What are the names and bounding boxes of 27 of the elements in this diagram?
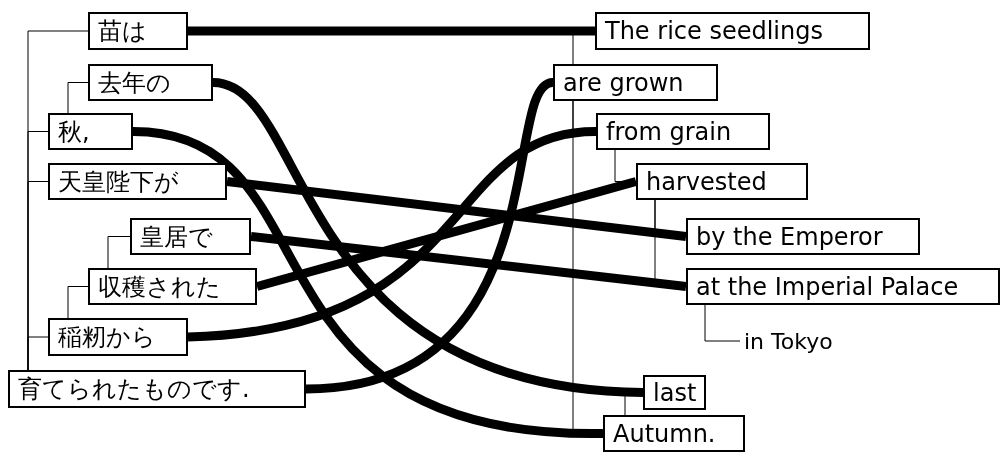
word-box: at the Imperial Palace: [686, 268, 1000, 305]
word-box: The rice seedlings: [595, 12, 870, 50]
word-box: harvested: [636, 163, 808, 200]
alignment-line: [188, 26, 595, 36]
word-box: last: [643, 375, 707, 410]
word-box: 去年の: [88, 64, 213, 101]
tree-line: [67, 82, 89, 114]
word-box: are grown: [553, 64, 718, 101]
alignment-line: [250, 232, 687, 291]
tree-line: [107, 236, 131, 269]
word-box: from grain: [596, 113, 770, 150]
word-box: by the Emperor: [686, 218, 920, 255]
alignment-line: [132, 127, 604, 438]
word-box: 育てられたものです.: [8, 370, 306, 408]
tree-line: [27, 336, 49, 371]
word-box: 秋,: [48, 113, 133, 150]
word-label: in Tokyo: [740, 325, 865, 357]
word-box: 皇居で: [130, 218, 251, 255]
word-box: 稲籾から: [48, 318, 188, 356]
alignment-line: [226, 177, 687, 241]
word-box: 天皇陛下が: [48, 163, 227, 200]
word-box: 苗は: [88, 12, 188, 50]
word-box: Autumn.: [603, 415, 745, 452]
alignment-line: [187, 127, 597, 342]
word-box: 収穫された: [88, 268, 257, 305]
tree-line: [67, 286, 89, 319]
tree-line: [704, 304, 741, 342]
